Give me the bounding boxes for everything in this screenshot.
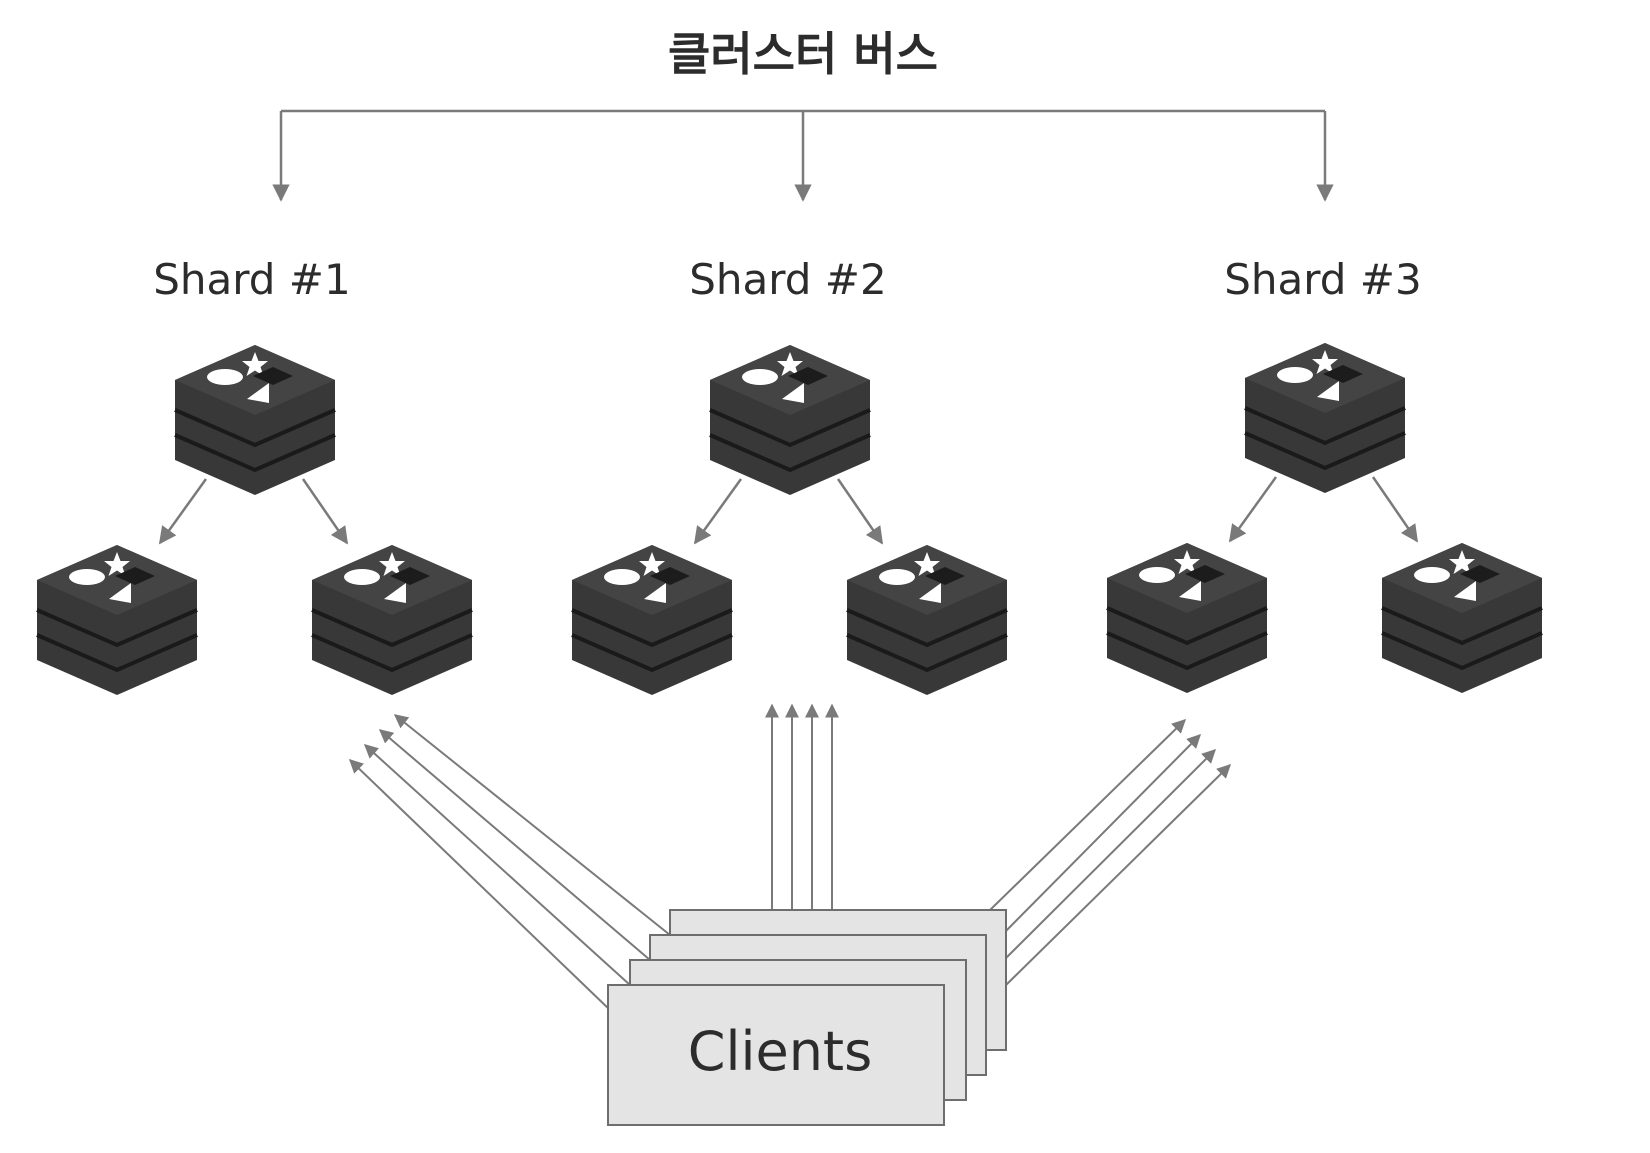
redis-stack-icon [1243,341,1407,495]
cluster-bus-connector [272,109,1334,202]
redis-stack-icon [1380,541,1544,695]
shard-1: Shard #1 [35,255,474,697]
redis-stack-icon [310,543,474,697]
redis-stack-icon [173,343,337,497]
shard-label: Shard #3 [1224,255,1421,304]
redis-stack-icon [845,543,1009,697]
client-arrows-right [989,719,1231,986]
client-arrows-center [765,703,839,910]
replication-arrow [1228,476,1278,543]
redis-stack-icon [708,343,872,497]
client-card [607,984,945,1126]
clients-label: Clients [688,1020,872,1083]
shard-3: Shard #3 [1105,255,1544,695]
replication-arrow [301,478,349,545]
client-arrows-left [348,714,671,1011]
redis-stack-icon [35,543,199,697]
cluster-bus-label: 클러스터 버스 [668,27,938,81]
clients-stack: Clients [607,909,1007,1126]
replication-arrow [158,478,208,545]
replication-arrow [836,478,884,545]
shard-2: Shard #2 [570,255,1009,697]
replication-arrow [693,478,743,545]
redis-stack-icon [1105,541,1269,695]
replication-arrow [1371,476,1419,543]
shard-label: Shard #1 [153,255,350,304]
redis-stack-icon [570,543,734,697]
shard-label: Shard #2 [689,255,886,304]
